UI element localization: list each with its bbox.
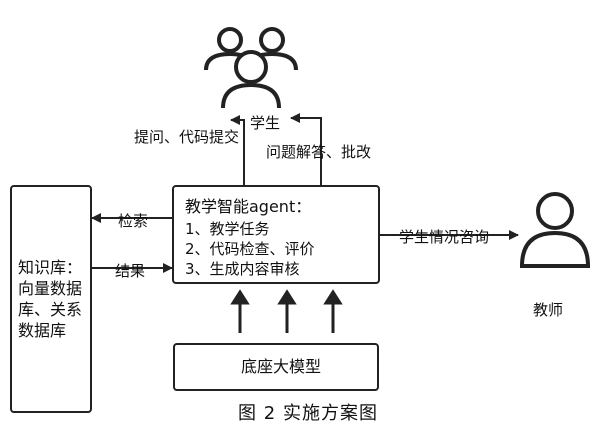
agent-title: 教学智能agent：: [185, 197, 312, 216]
answer-review-label: 问题解答、批改: [266, 143, 372, 161]
base-model-label: 底座大模型: [241, 357, 322, 376]
student-icon: [204, 27, 298, 109]
knowledge-base-label: 知识库：向量数据库、关系数据库: [18, 258, 83, 340]
knowledge-base-box: [10, 185, 92, 413]
result-label: 结果: [115, 262, 146, 280]
arrow-ask-submit: [230, 115, 245, 185]
figure-caption: 图 2 实施方案图: [238, 403, 378, 424]
agent-task-2: 2、代码检查、评价: [185, 240, 315, 258]
consult-label: 学生情况咨询: [399, 228, 490, 246]
student-label: 学生: [250, 114, 281, 132]
search-label: 检索: [118, 212, 149, 230]
agent-box: [172, 185, 380, 284]
agent-task-1: 1、教学任务: [185, 220, 270, 238]
teacher-icon: [519, 192, 591, 268]
ask-submit-label: 提问、代码提交: [134, 128, 240, 146]
teacher-label: 教师: [533, 301, 564, 319]
arrows-base-to-agent: [230, 289, 343, 333]
base-model-box: [173, 343, 379, 391]
arrow-answer-review: [290, 113, 322, 185]
agent-task-3: 3、生成内容审核: [185, 260, 300, 278]
